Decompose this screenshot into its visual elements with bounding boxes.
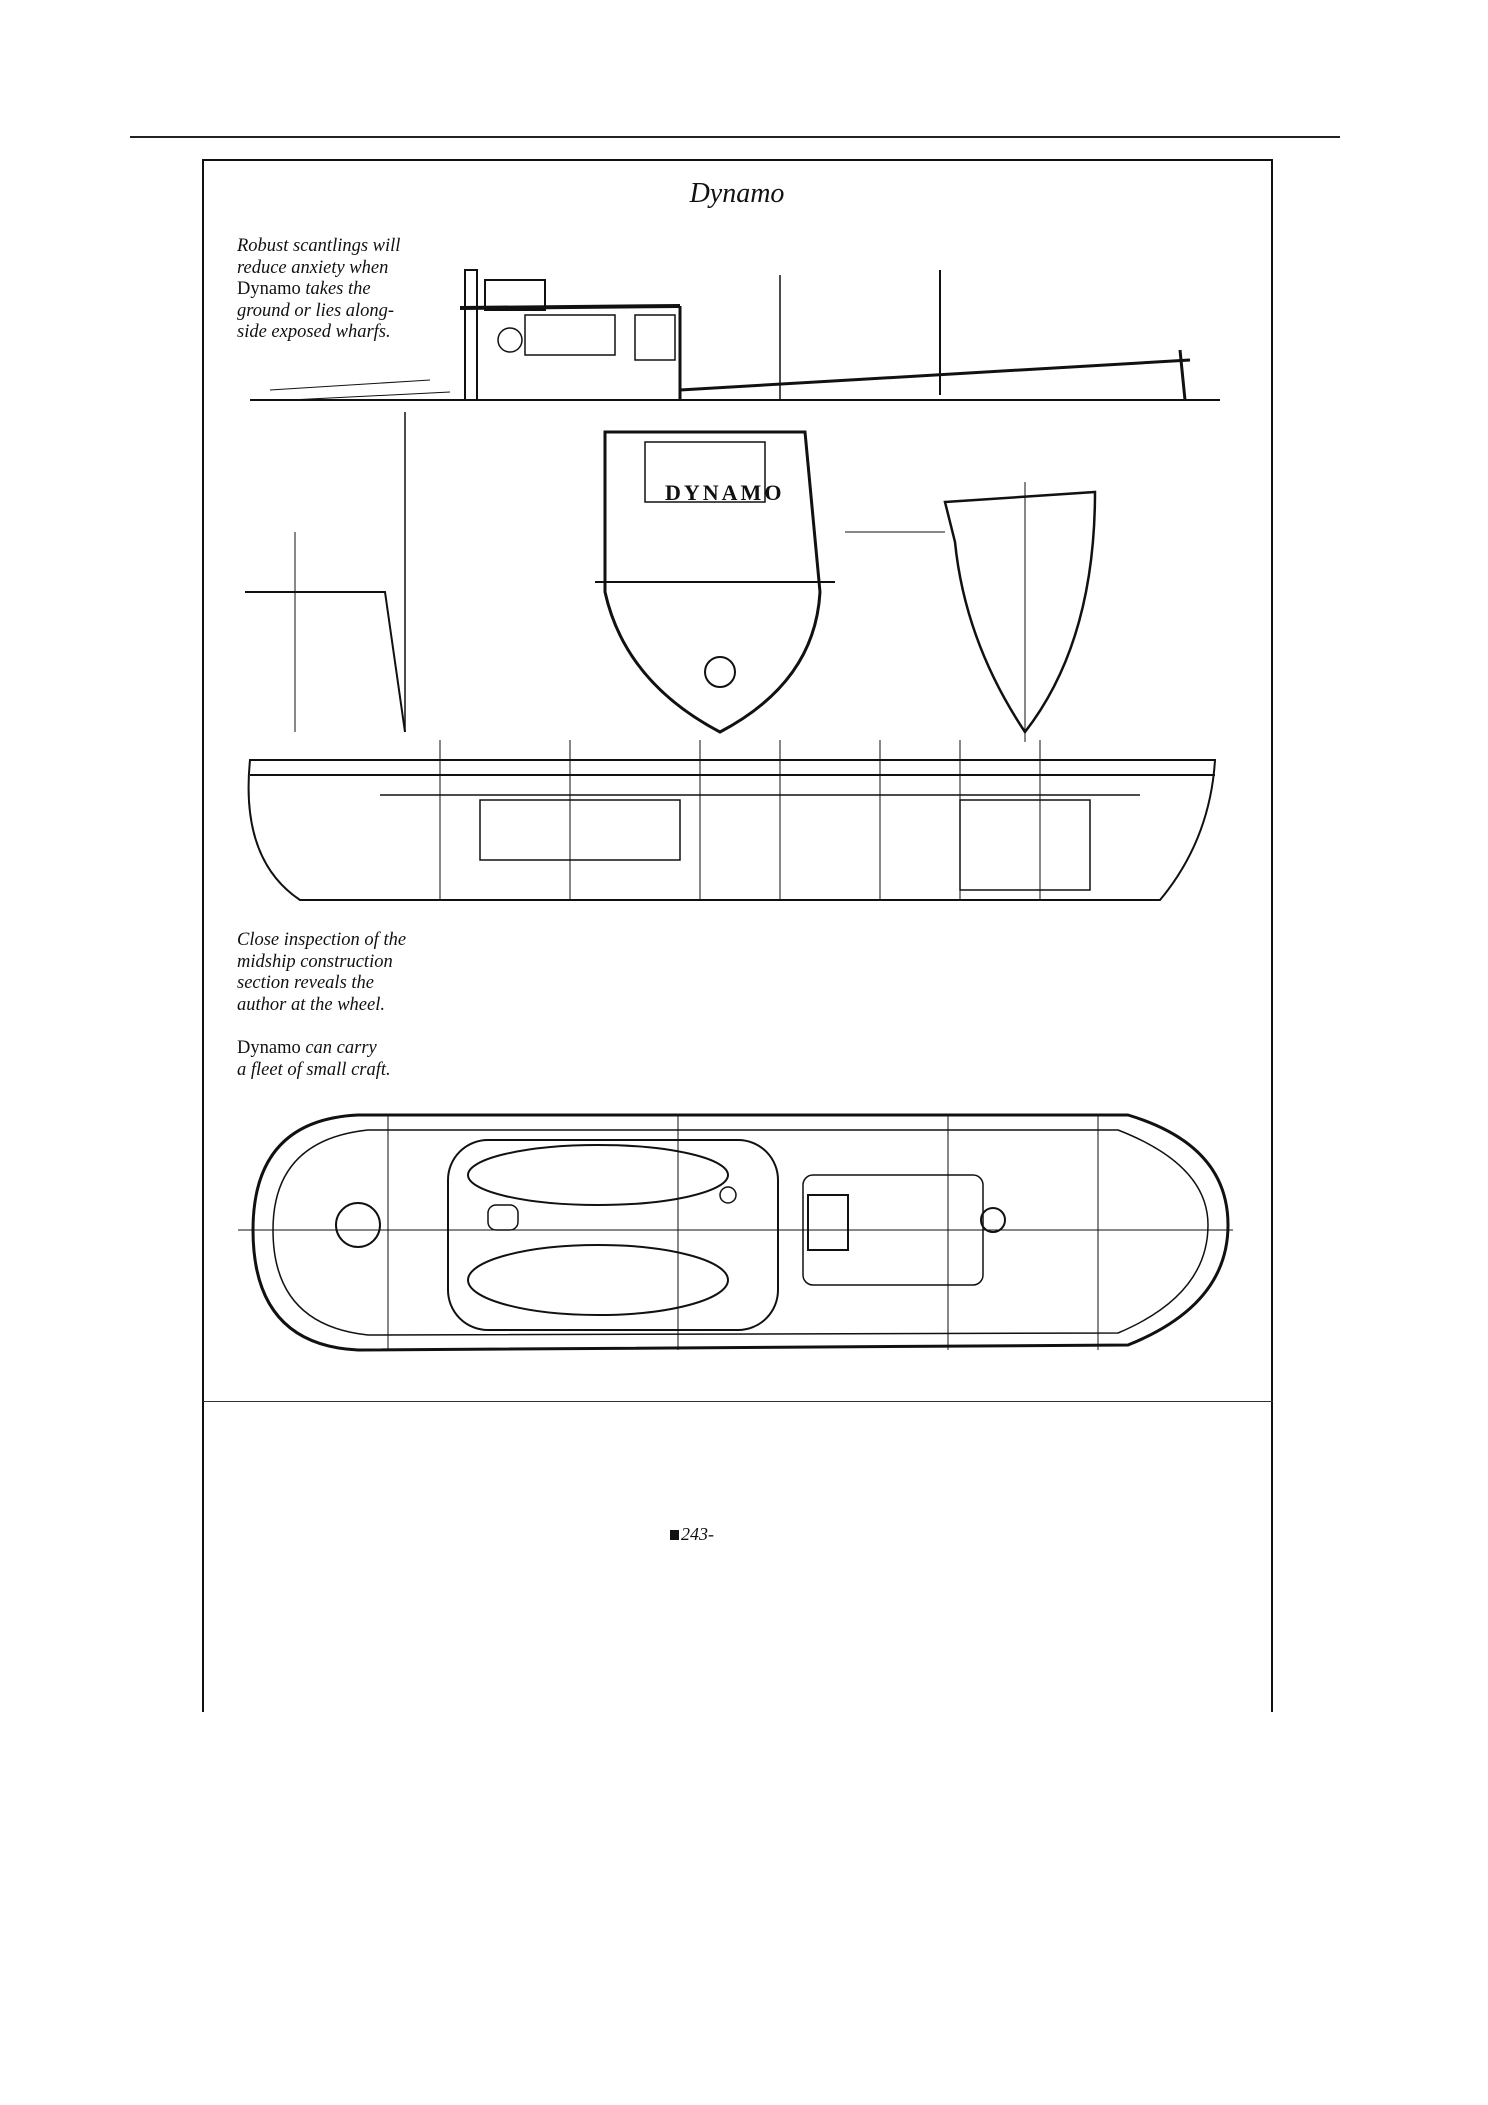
transom-lettering: DYNAMO: [665, 480, 784, 505]
inboard-plan-drawing: [247, 740, 1217, 901]
page-number: 243-: [670, 1524, 714, 1545]
caption-line: side exposed wharfs.: [237, 322, 391, 342]
profile-drawing: [250, 269, 1220, 401]
caption-line: ground or lies along-: [237, 300, 395, 321]
frame-right-border: [1271, 159, 1273, 1712]
frame-divider: [203, 1401, 1273, 1402]
boat-name: Dynamo: [237, 1038, 301, 1058]
boat-name: Dynamo: [237, 279, 301, 299]
page-title: Dynamo: [689, 178, 785, 209]
sections-drawing: DYNAMO: [245, 412, 1097, 742]
caption-scantlings: Robust scantlings will reduce anxiety wh…: [237, 236, 400, 344]
caption-line: Dynamo can carry: [237, 1038, 391, 1060]
header-rule: [130, 136, 1340, 138]
caption-line: author at the wheel.: [237, 994, 385, 1015]
caption-line: Robust scantlings will: [237, 236, 401, 256]
caption-line: Dynamo takes the: [237, 279, 400, 301]
frame-top-border: [203, 159, 1273, 161]
caption-line: section reveals the: [237, 973, 374, 993]
deck-plan-drawing: [238, 1113, 1233, 1352]
caption-text: can carry: [300, 1038, 377, 1058]
square-bullet-icon: [670, 1530, 679, 1540]
caption-line: midship construction: [237, 951, 393, 972]
page-number-text: 243-: [681, 1524, 714, 1544]
caption-small-craft: Dynamo can carry a fleet of small craft.: [237, 1038, 391, 1081]
caption-line: a fleet of small craft.: [237, 1059, 391, 1080]
caption-midship: Close inspection of the midship construc…: [237, 930, 406, 1016]
frame-left-border: [202, 159, 204, 1712]
caption-text: takes the: [300, 279, 371, 299]
caption-line: reduce anxiety when: [237, 257, 389, 278]
caption-line: Close inspection of the: [237, 930, 407, 950]
